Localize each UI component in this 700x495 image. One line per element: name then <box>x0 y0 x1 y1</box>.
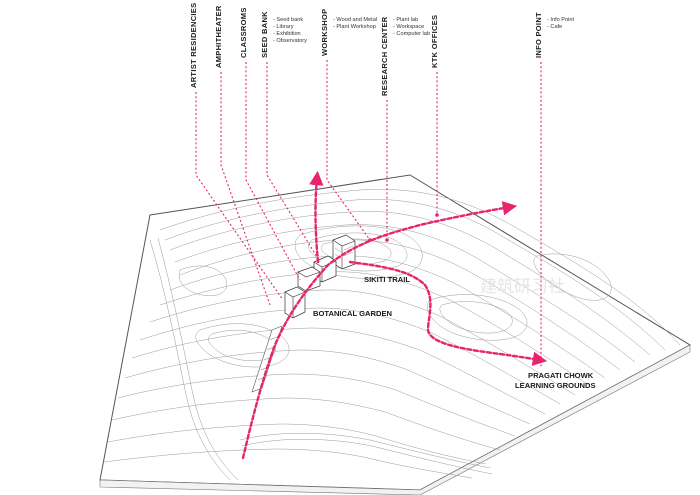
leader-amphitheater <box>220 72 271 306</box>
building-classrooms <box>297 266 321 292</box>
site-plinth <box>99 344 691 495</box>
sublist-item: - Library <box>273 24 294 30</box>
sublist-item: - Cafe <box>547 24 562 30</box>
label-amphitheater: AMPHITHEATER <box>214 5 223 68</box>
vertical-labels: ARTIST RESIDENCIES AMPHITHEATER CLASSROM… <box>189 3 543 96</box>
label-pragati-chowk: PRAGATI CHOWK <box>528 371 594 380</box>
sublist-item: - Wood and Metal <box>333 17 377 23</box>
label-learning-grounds: LEARNING GROUNDS <box>515 381 596 390</box>
main-trail <box>241 201 518 460</box>
north-trail <box>309 170 324 264</box>
sublist-item: - Seed bank <box>273 17 303 23</box>
leader-workshop <box>326 60 371 241</box>
marker-workshop <box>368 238 372 242</box>
trails <box>241 170 548 460</box>
site-outline <box>99 174 692 491</box>
buildings <box>251 234 356 393</box>
label-workshop: WORKSHOP <box>320 9 329 56</box>
map-labels: SIKITI TRAIL BOTANICAL GARDEN PRAGATI CH… <box>313 275 596 390</box>
sublist-workshop: - Wood and Metal - Plant Workshop <box>333 17 377 30</box>
leader-lines <box>195 60 543 368</box>
label-sikiti-trail: SIKITI TRAIL <box>364 275 410 284</box>
label-seed-bank: SEED BANK <box>260 11 269 58</box>
sublist-item: - Observatory <box>273 38 307 44</box>
sublist-item: - Computer lab <box>393 31 430 37</box>
leader-seed-bank <box>266 62 321 263</box>
sublist-info-point: - Info Point - Cafe <box>547 17 574 30</box>
sublist-research-center: - Plant lab - Workspace - Computer lab <box>393 17 430 37</box>
contour-lines <box>103 189 681 481</box>
sublist-item: - Plant lab <box>393 17 418 23</box>
marker-research-center <box>385 238 389 242</box>
building-artist-residencies <box>284 286 306 319</box>
sublist-item: - Workspace <box>393 24 424 30</box>
label-artist-residencies: ARTIST RESIDENCIES <box>189 3 198 88</box>
label-info-point: INFO POINT <box>534 12 543 58</box>
label-classroms: CLASSROMS <box>239 7 248 58</box>
marker-ktk-offices <box>435 213 439 217</box>
sublist-item: - Info Point <box>547 17 574 23</box>
terrain <box>99 174 692 495</box>
sublist-item: - Plant Workshop <box>333 24 376 30</box>
watermark: 建筑研习社 <box>480 277 565 297</box>
leader-classroms <box>245 62 301 281</box>
sublist-item: - Exhibition <box>273 31 301 37</box>
label-research-center: RESEARCH CENTER <box>380 16 389 96</box>
label-botanical-garden: BOTANICAL GARDEN <box>313 309 392 318</box>
marker-info-point <box>539 358 543 362</box>
sublist-seed-bank: - Seed bank - Library - Exhibition - Obs… <box>273 17 307 44</box>
label-ktk-offices: KTK OFFICES <box>430 15 439 68</box>
sikiti-trail <box>348 260 548 366</box>
building-research-center <box>332 234 356 270</box>
